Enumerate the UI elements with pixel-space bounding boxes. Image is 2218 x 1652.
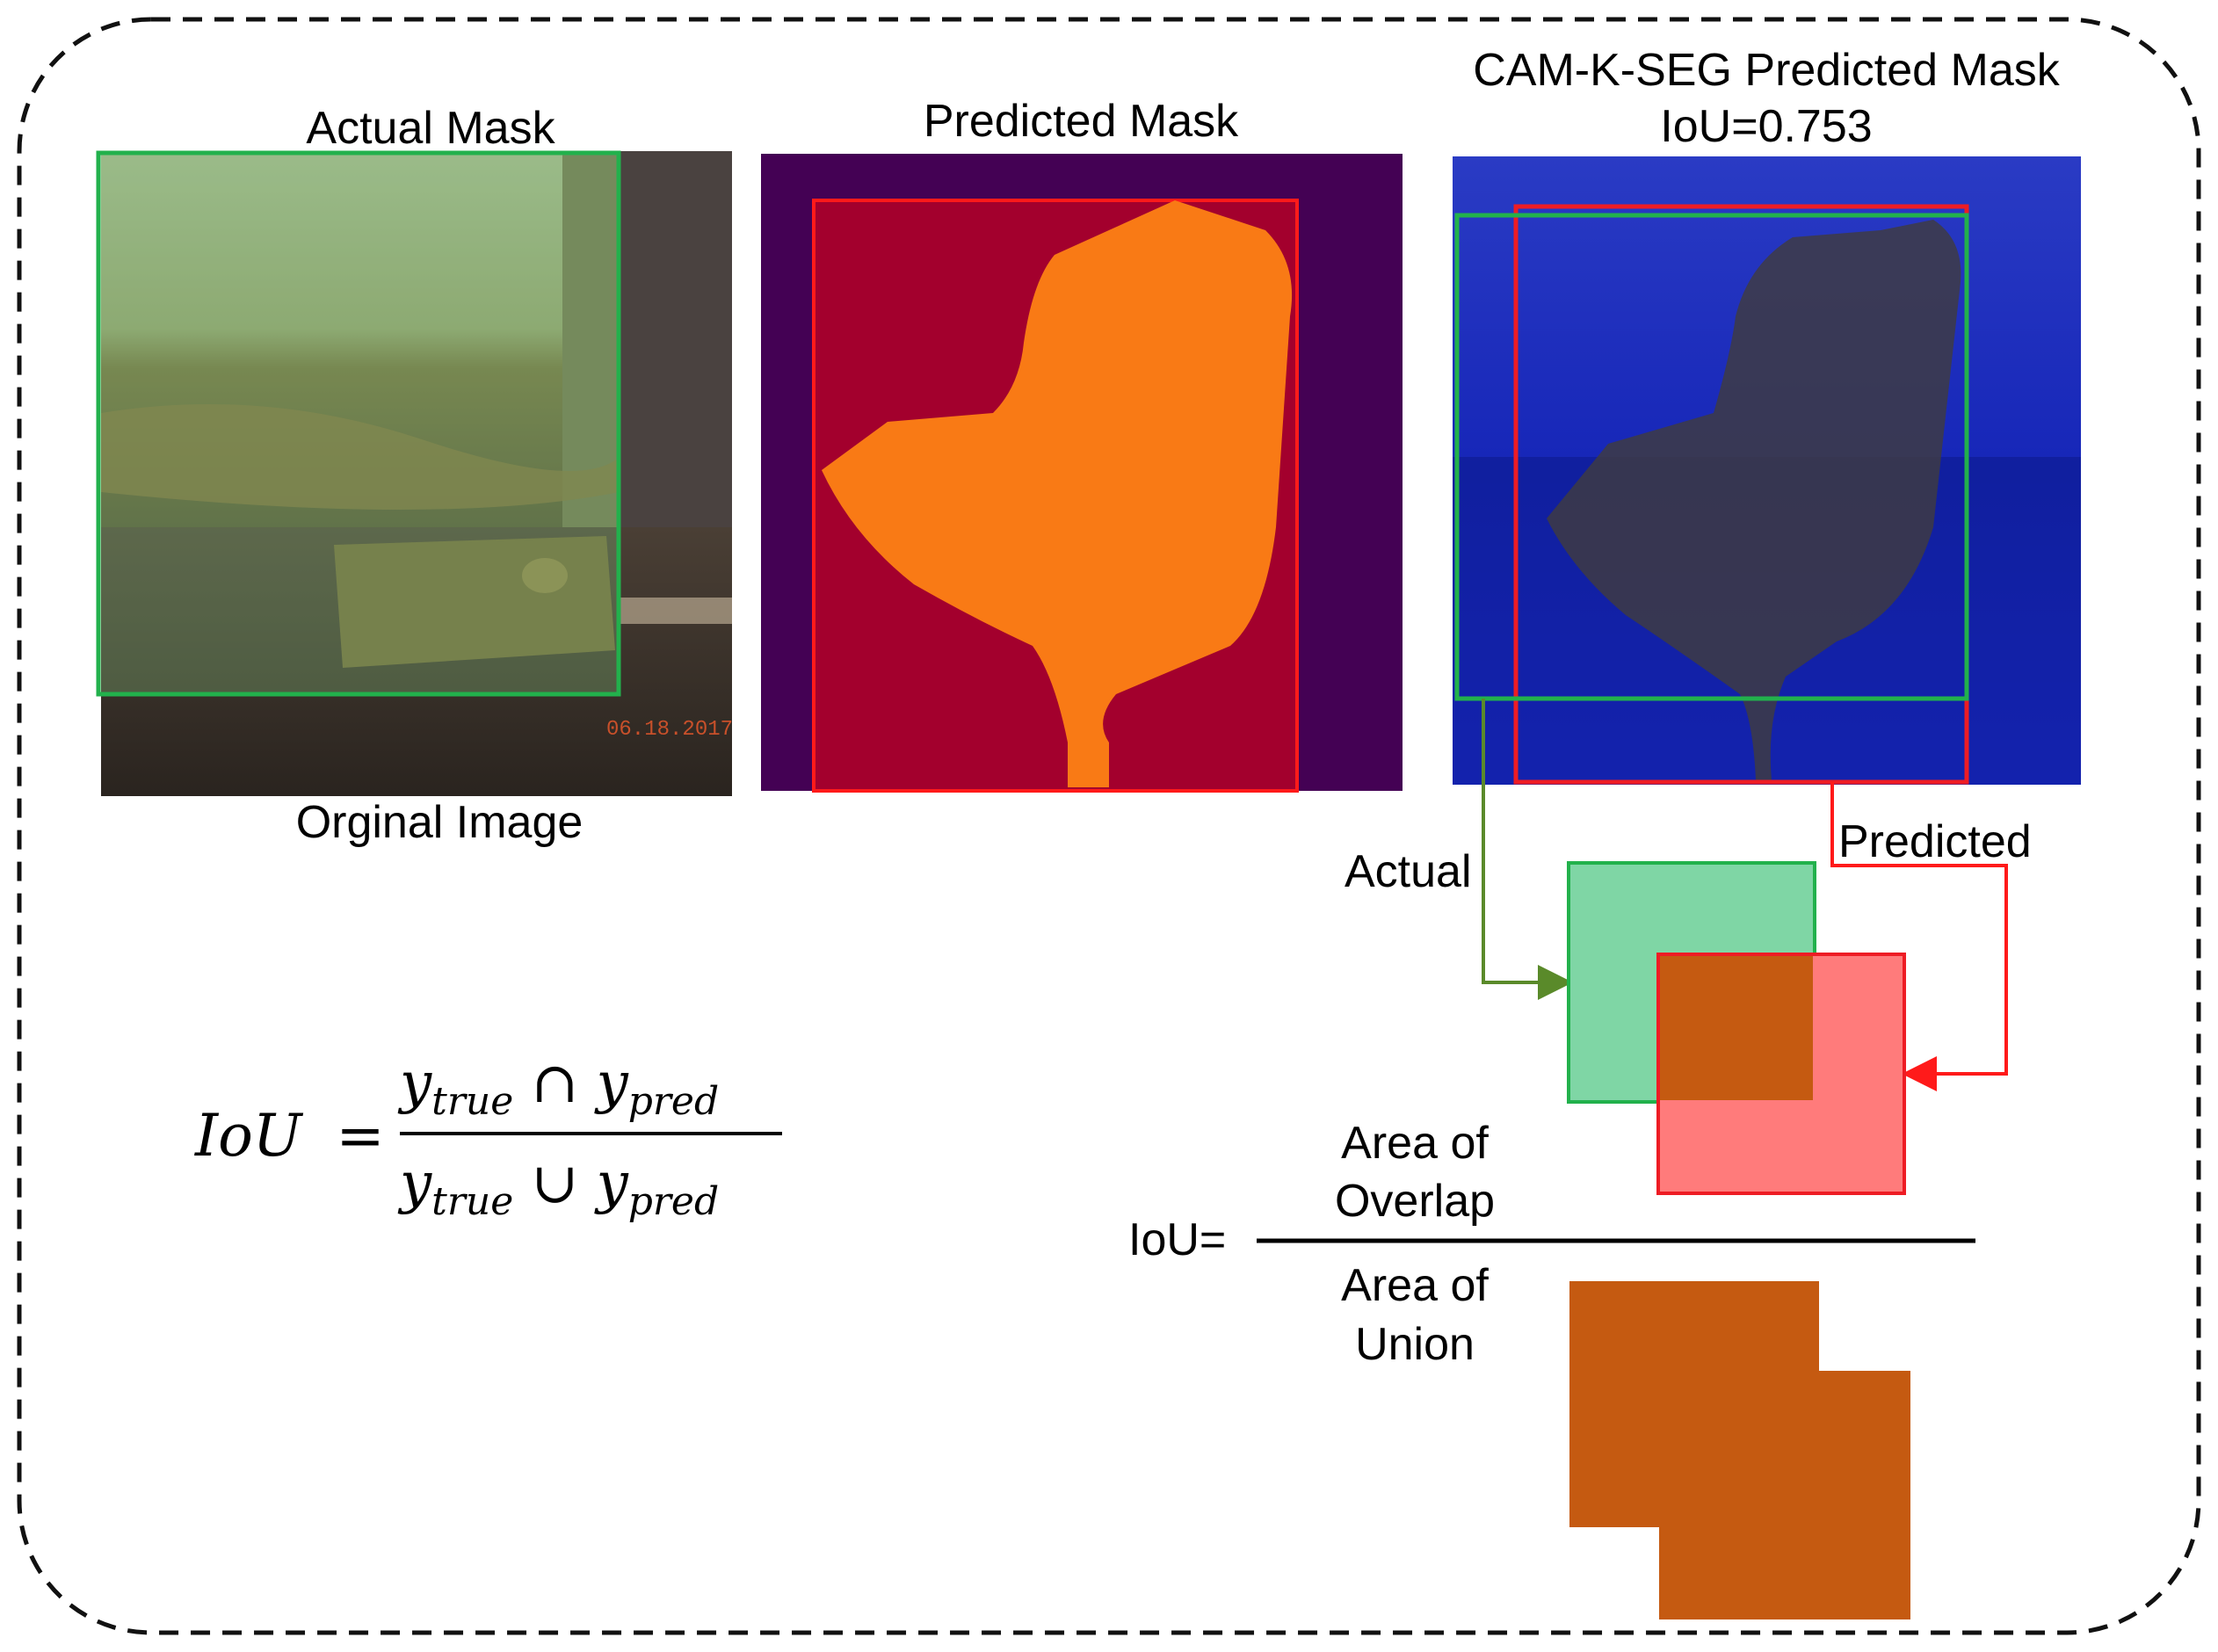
original-image-caption: Orginal Image [295,797,583,848]
cam-predicted-region [1547,220,1961,780]
overlay-title-line2: IoU=0.753 [1660,101,1873,152]
predicted-mask-title: Predicted Mask [923,96,1239,147]
predicted-mask-panel [761,154,1403,793]
overlay-title-line1: CAM-K-SEG Predicted Mask [1473,45,2060,96]
num-sub-b: pred [627,1078,720,1124]
num-sub-a: true [431,1078,514,1124]
actual-arrow [1482,699,1573,1000]
formula-equals: = [336,1102,385,1170]
formula-lhs: IoU [195,1102,302,1170]
union-shape [1569,1281,1910,1619]
original-image: 06.18.2017 [96,150,733,796]
predicted-legend-label: Predicted [1838,816,2032,867]
num-symbol-a: y [400,1051,432,1116]
den-sub-a: true [431,1178,514,1224]
actual-mask-title: Actual Mask [306,103,555,154]
denominator-line1: Area of [1341,1260,1489,1311]
union-symbol: ∪ [531,1151,579,1216]
num-symbol-b: y [596,1051,628,1116]
formula-denominator: ytrue ∪ ypred [400,1151,719,1224]
intersection-symbol: ∩ [531,1051,579,1116]
predicted-arrow [1830,782,2008,1091]
actual-legend-label: Actual [1345,846,1472,897]
den-symbol-a: y [400,1151,432,1216]
overlap-region [1660,956,1813,1100]
predicted-mask-blob [822,200,1293,787]
dashed-frame [17,17,2201,1635]
den-symbol-b: y [596,1151,628,1216]
iou-lhs-label: IoU= [1128,1214,1227,1265]
actual-mask-box [96,150,621,697]
cam-overlay-panel [1453,156,2081,785]
den-sub-b: pred [627,1178,720,1224]
numerator-line1: Area of [1341,1118,1489,1169]
photo-date-stamp: 06.18.2017 [606,718,733,742]
numerator-line2: Overlap [1334,1176,1496,1227]
overlap-squares [1567,861,1906,1195]
formula-numerator: ytrue ∩ ypred [400,1051,719,1124]
denominator-line2: Union [1355,1319,1475,1370]
cam-actual-box [1454,213,1969,701]
